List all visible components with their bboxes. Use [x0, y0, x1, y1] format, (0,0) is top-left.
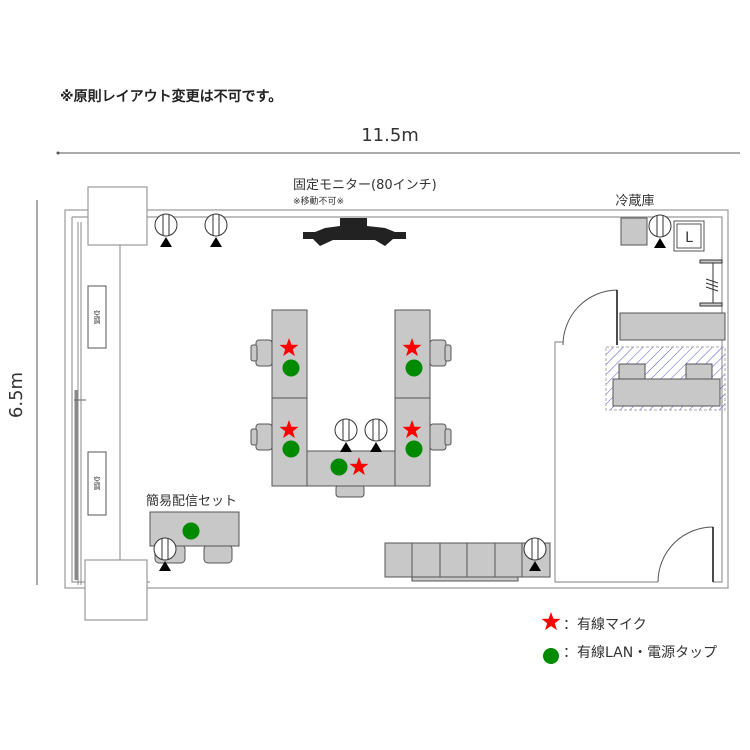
- power-outlet-icon: [648, 214, 672, 249]
- height-dimension-label: 6.5m: [6, 372, 27, 418]
- door-kitchen: [562, 289, 618, 346]
- fridge: [620, 217, 648, 246]
- fridge-label: 冷蔵庫: [615, 194, 654, 209]
- svg-text:空調: 空調: [93, 475, 101, 491]
- aircon-unit-1: 空調: [87, 285, 107, 349]
- power-outlet-icon: [204, 213, 228, 248]
- counter: [619, 312, 726, 341]
- lan-power-tap-icon: [330, 458, 348, 476]
- u-shaped-table: [250, 309, 452, 498]
- notice-text: ※原則レイアウト変更は不可です。: [60, 88, 282, 105]
- streaming-set-label: 簡易配信セット: [146, 494, 237, 509]
- chair: [429, 339, 452, 367]
- legend-star-icon: [541, 612, 561, 631]
- door-entrance: [657, 526, 714, 583]
- power-outlet-icon: [364, 418, 388, 453]
- sink-area: [605, 346, 726, 411]
- lan-power-tap-icon: [282, 440, 300, 458]
- svg-text:空調: 空調: [93, 309, 101, 325]
- aircon-unit-2: 空調: [87, 451, 107, 516]
- chair: [250, 339, 273, 367]
- room-walls: [64, 186, 729, 621]
- width-dimension-label: 11.5m: [361, 125, 419, 146]
- power-outlet-icon: [153, 537, 177, 572]
- bench-seating: [384, 542, 551, 582]
- chair: [429, 423, 452, 451]
- fixed-monitor: 固定モニター(80インチ) ※移動不可※: [293, 178, 437, 246]
- legend-mic-label: ：有線マイク: [563, 617, 647, 633]
- legend: ：有線マイク ：有線LAN・電源タップ: [541, 612, 717, 664]
- lan-power-tap-icon: [182, 522, 200, 540]
- power-outlet-icon: [154, 213, 178, 248]
- chair: [335, 484, 365, 498]
- lan-power-tap-icon: [405, 440, 423, 458]
- rack: [699, 259, 723, 307]
- legend-lan-label: ：有線LAN・電源タップ: [563, 645, 717, 661]
- lan-power-tap-icon: [282, 359, 300, 377]
- locker-box: L: [673, 220, 705, 252]
- legend-circle-icon: [543, 648, 559, 664]
- power-outlet-icon: [334, 418, 358, 453]
- monitor-label: 固定モニター(80インチ): [293, 178, 437, 193]
- monitor-note: ※移動不可※: [293, 195, 344, 207]
- lan-power-tap-icon: [405, 359, 423, 377]
- svg-text:L: L: [685, 230, 693, 246]
- chair: [250, 423, 273, 451]
